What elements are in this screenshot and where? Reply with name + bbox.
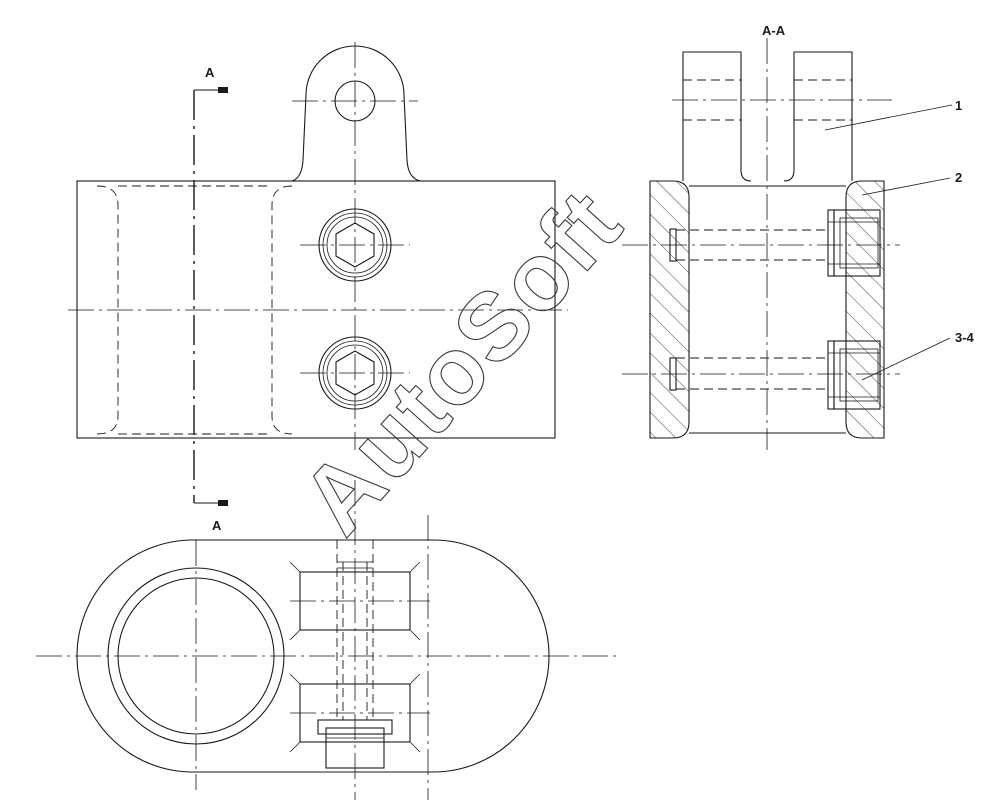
front-hidden-bore — [96, 185, 293, 435]
section-prong-hole-lines — [672, 79, 892, 121]
section-prong-right — [783, 51, 853, 182]
section-view — [622, 38, 953, 450]
front-view — [68, 42, 568, 506]
section-bolt-upper — [827, 209, 881, 277]
section-title: A-A — [762, 23, 786, 38]
section-centerlines — [622, 38, 900, 450]
watermark: AutoSoft — [281, 169, 642, 554]
callout-3-4: 3-4 — [955, 330, 975, 345]
section-label-top: A — [205, 65, 215, 80]
plan-outline — [76, 539, 550, 773]
plan-centerlines — [36, 480, 620, 800]
callout-2: 2 — [955, 170, 962, 185]
front-ear-outline — [291, 45, 421, 182]
section-label-bottom: A — [212, 518, 222, 533]
section-bolt-lower — [827, 340, 881, 410]
front-centerlines — [68, 42, 568, 450]
section-prong-left — [682, 51, 752, 182]
callout-leaders — [824, 104, 953, 381]
section-hidden-shanks — [676, 229, 830, 390]
section-cut-line — [193, 87, 228, 506]
section-wall-left — [649, 180, 690, 439]
callout-1: 1 — [955, 98, 962, 113]
front-body-outline — [76, 180, 556, 439]
plan-view — [36, 480, 620, 800]
